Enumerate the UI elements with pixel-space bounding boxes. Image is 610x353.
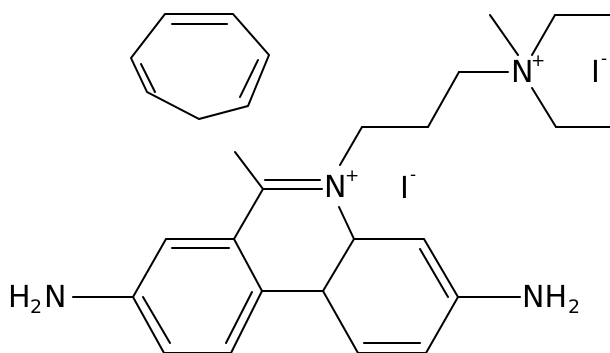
bond-rb-2-inner: [419, 248, 449, 298]
ammonium-substituents: [489, 14, 610, 128]
bond-ethyl-down-1: [531, 87, 557, 128]
bond-c10b-c4a: [322, 238, 355, 292]
propyl-chain: [339, 71, 509, 166]
bond-phenyl-c6: [234, 151, 264, 190]
left-benzo-ring: [132, 238, 263, 353]
bond-lb-5-inner: [225, 291, 253, 344]
bond-ethyl-up-1: [531, 14, 556, 56]
bond-chain-3: [427, 71, 460, 128]
bond-lb-3: [132, 296, 165, 353]
left-amine-h-label: H: [8, 280, 31, 315]
ammonium-nitrogen-charge: +: [531, 51, 545, 71]
ring-nitrogen-label: N: [324, 170, 346, 205]
iodide-charge-1: -: [601, 49, 607, 69]
bond-c4a-n: [338, 206, 355, 240]
bond-rb-5: [322, 290, 359, 353]
bond-chain-1: [339, 126, 363, 166]
ring-nitrogen-charge: +: [345, 166, 359, 186]
phenyl-inner-bond-2: [140, 63, 156, 93]
iodide-charge-2: -: [410, 165, 416, 185]
bond-rb-2: [423, 238, 459, 298]
right-benzo-ring: [322, 238, 459, 353]
left-amine-subscript: 2: [30, 296, 42, 318]
bond-methyl: [489, 14, 519, 56]
phenyl-inner-bond-3: [239, 59, 259, 98]
iodide-counterion-1: I: [591, 55, 600, 90]
phenyl-ring: [130, 13, 270, 120]
iodide-counterion-2: I: [400, 171, 409, 206]
bond-c6a-c10a: [233, 238, 263, 292]
central-ring: [233, 188, 355, 292]
bond-lb-5: [230, 290, 263, 353]
bond-lb-2: [132, 238, 167, 298]
right-amine-subscript: 2: [568, 296, 580, 318]
bond-c6-c6a: [233, 188, 264, 240]
phenyl-ring-outline: [130, 13, 270, 120]
bond-rb-3: [425, 296, 459, 353]
bond-lb-3-inner: [142, 296, 171, 344]
ammonium-nitrogen-label: N: [511, 55, 533, 90]
right-amine-label: NH: [522, 280, 567, 315]
left-amine-n-label: N: [44, 280, 66, 315]
